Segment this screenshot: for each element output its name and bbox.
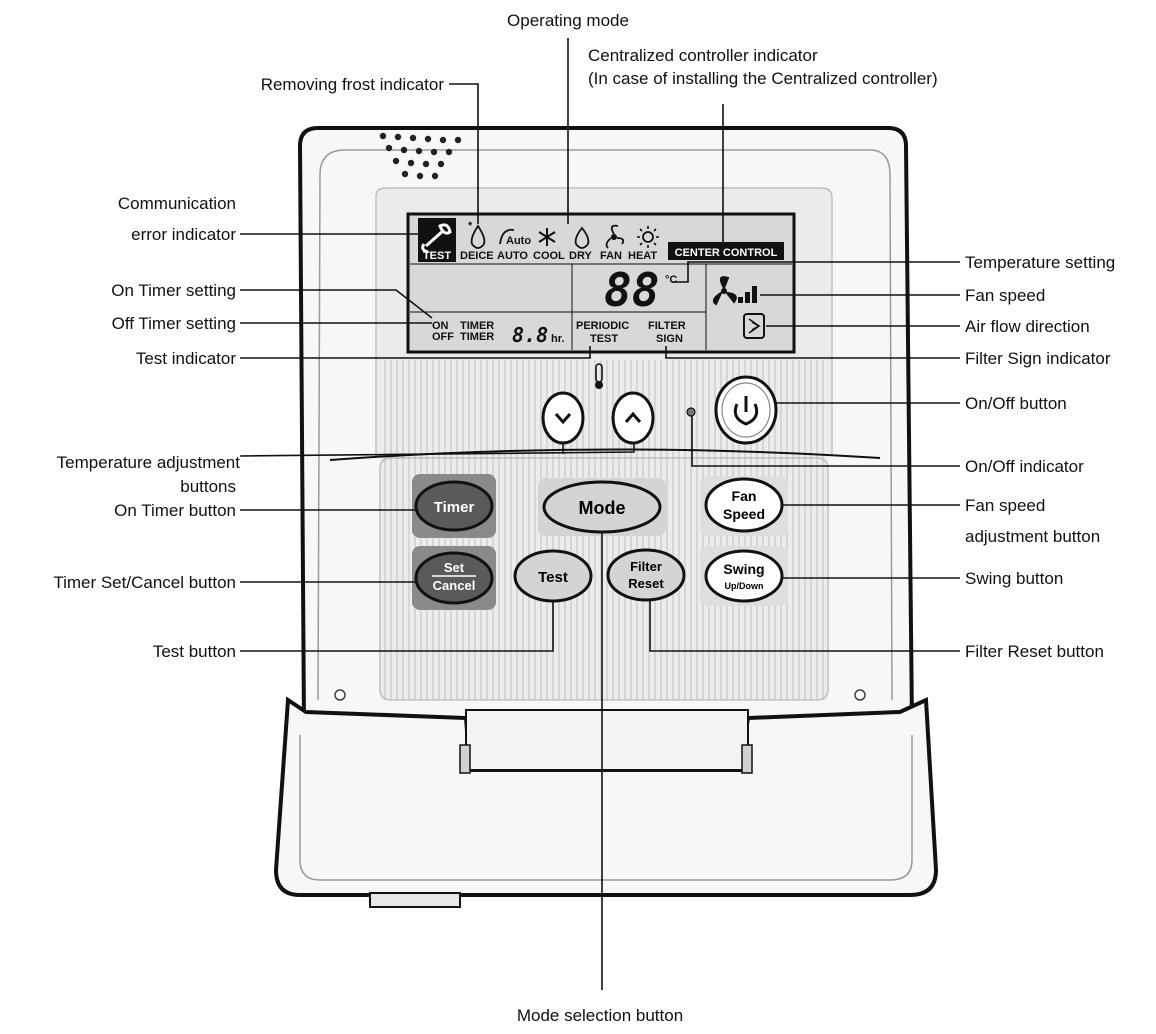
fan-icon [605, 224, 625, 249]
fan-speed-button[interactable]: Fan Speed [704, 477, 784, 533]
lcd-timer-2: TIMER [460, 331, 494, 343]
label-off-timer-setting: Off Timer setting [112, 314, 236, 333]
on-off-indicator-led [686, 407, 696, 417]
swing-label: Swing [723, 561, 764, 577]
label-operating-mode: Operating mode [507, 11, 629, 30]
comm-error-badge [418, 218, 456, 262]
label-test-button: Test button [153, 642, 236, 661]
label-fan-speed-adj-2: adjustment button [965, 527, 1100, 546]
dry-droplet-icon [574, 226, 590, 249]
filter-label: Filter [630, 559, 662, 574]
lcd-heat: HEAT [628, 250, 657, 262]
cool-snowflake-icon [538, 228, 556, 246]
wrench-icon [421, 223, 452, 254]
air-flow-direction-icon [743, 313, 765, 339]
lcd-sign: SIGN [656, 333, 683, 345]
auto-icon: Auto [499, 228, 531, 247]
reset-label: Reset [628, 576, 664, 591]
timer-button[interactable]: Timer [414, 480, 494, 532]
on-off-button[interactable] [714, 375, 778, 445]
label-filter-reset-button: Filter Reset button [965, 642, 1104, 661]
leader-lines [239, 38, 960, 990]
fan-speed-label-2: Speed [723, 506, 765, 522]
chevron-down-icon [554, 413, 572, 425]
label-filter-sign: Filter Sign indicator [965, 349, 1111, 368]
temp-down-button[interactable] [541, 391, 585, 445]
set-cancel-button[interactable]: Set Cancel [414, 551, 494, 605]
label-on-timer-button: On Timer button [114, 501, 236, 520]
lcd-temp-digits: 88 [604, 263, 659, 317]
power-icon [733, 403, 759, 426]
label-temp-adjust-2: buttons [180, 477, 236, 496]
deice-icon: * [468, 220, 486, 249]
label-mode-selection: Mode selection button [517, 1006, 683, 1025]
label-temperature-setting: Temperature setting [965, 253, 1115, 272]
speaker-grille [379, 132, 462, 180]
label-swing-button: Swing button [965, 569, 1063, 588]
label-comm-error-2: error indicator [131, 225, 236, 244]
lcd-cool: COOL [533, 250, 565, 262]
center-control-badge [668, 242, 784, 260]
lcd-dry: DRY [569, 250, 592, 262]
lcd-hr: hr. [551, 333, 564, 345]
lcd-fan: FAN [600, 250, 622, 262]
timer-button-label: Timer [434, 499, 475, 516]
lcd-deice: DEICE [460, 250, 494, 262]
set-label: Set [444, 560, 465, 575]
hinged-cover [273, 696, 939, 908]
lcd-temp-unit: °C [665, 274, 677, 286]
thermometer-icon [595, 363, 603, 389]
label-test-indicator: Test indicator [136, 349, 236, 368]
label-removing-frost: Removing frost indicator [261, 75, 445, 94]
mode-button-label: Mode [579, 498, 626, 518]
up-down-label: Up/Down [725, 581, 764, 591]
swing-button[interactable]: Swing Up/Down [704, 549, 784, 603]
mode-button[interactable]: Mode [542, 480, 662, 534]
lcd-auto: AUTO [497, 250, 528, 262]
label-fan-speed-adj-1: Fan speed [965, 496, 1045, 515]
label-on-off-button: On/Off button [965, 394, 1067, 413]
label-on-off-indicator: On/Off indicator [965, 457, 1084, 476]
lcd-on: ON [432, 320, 449, 332]
cancel-label: Cancel [433, 578, 476, 593]
fan-speed-icon [712, 276, 757, 306]
heat-sun-icon [637, 226, 659, 248]
lcd-periodic: PERIODIC [576, 320, 629, 332]
temp-up-button[interactable] [611, 391, 655, 445]
lcd-timer-digits: 8.8 [512, 323, 548, 347]
lcd-center-control: CENTER CONTROL [675, 247, 778, 259]
lcd-filter: FILTER [648, 320, 686, 332]
label-temp-adjust-1: Temperature adjustment [57, 453, 241, 472]
test-button[interactable]: Test [513, 549, 593, 603]
lcd-off: OFF [432, 331, 454, 343]
lcd-timer-1: TIMER [460, 320, 494, 332]
label-on-timer-setting: On Timer setting [111, 281, 236, 300]
lcd-periodic-test: TEST [590, 333, 618, 345]
chevron-up-icon [624, 411, 642, 423]
lcd-test-label: TEST [423, 250, 451, 262]
label-timer-set-cancel: Timer Set/Cancel button [53, 573, 236, 592]
svg-text:*: * [468, 220, 473, 232]
label-air-flow: Air flow direction [965, 317, 1090, 336]
label-centralized-2: (In case of installing the Centralized c… [588, 69, 938, 88]
label-fan-speed: Fan speed [965, 286, 1045, 305]
fan-speed-label-1: Fan [732, 488, 757, 504]
filter-reset-button[interactable]: Filter Reset [606, 548, 686, 602]
lcd-display: TEST * Auto DEICE AUTO COOL DRY FAN [406, 212, 796, 354]
svg-text:Auto: Auto [506, 235, 531, 247]
label-comm-error-1: Communication [118, 194, 236, 213]
test-button-label: Test [538, 569, 568, 586]
label-centralized-1: Centralized controller indicator [588, 46, 818, 65]
